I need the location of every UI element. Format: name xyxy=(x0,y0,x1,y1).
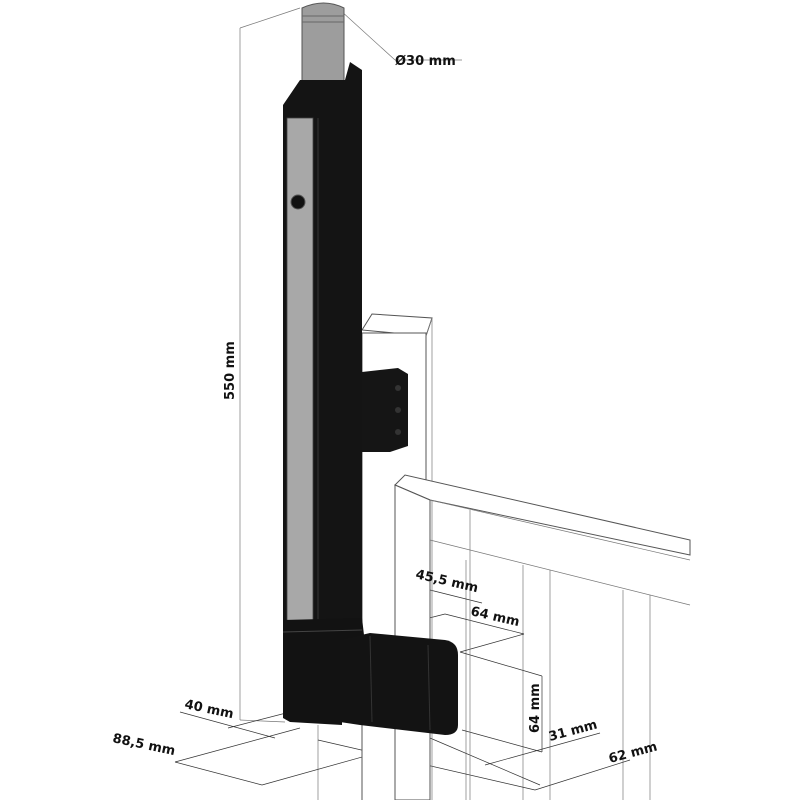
closer-body xyxy=(282,62,364,725)
dim-arm-height: 64 mm xyxy=(528,683,543,733)
dim-body-width: 40 mm xyxy=(183,697,235,722)
piston-rod xyxy=(301,2,345,89)
dim-body-depth: 88,5 mm xyxy=(111,731,176,759)
dim-arm-length: 64 mm xyxy=(469,604,521,630)
wall-bracket xyxy=(362,368,408,452)
dim-height: 550 mm xyxy=(223,341,238,400)
dim-rod-diameter: Ø30 mm xyxy=(395,54,456,69)
dim-arm-width: 62 mm xyxy=(607,740,659,767)
construction-lines xyxy=(239,7,651,800)
closer-arm xyxy=(340,633,458,735)
